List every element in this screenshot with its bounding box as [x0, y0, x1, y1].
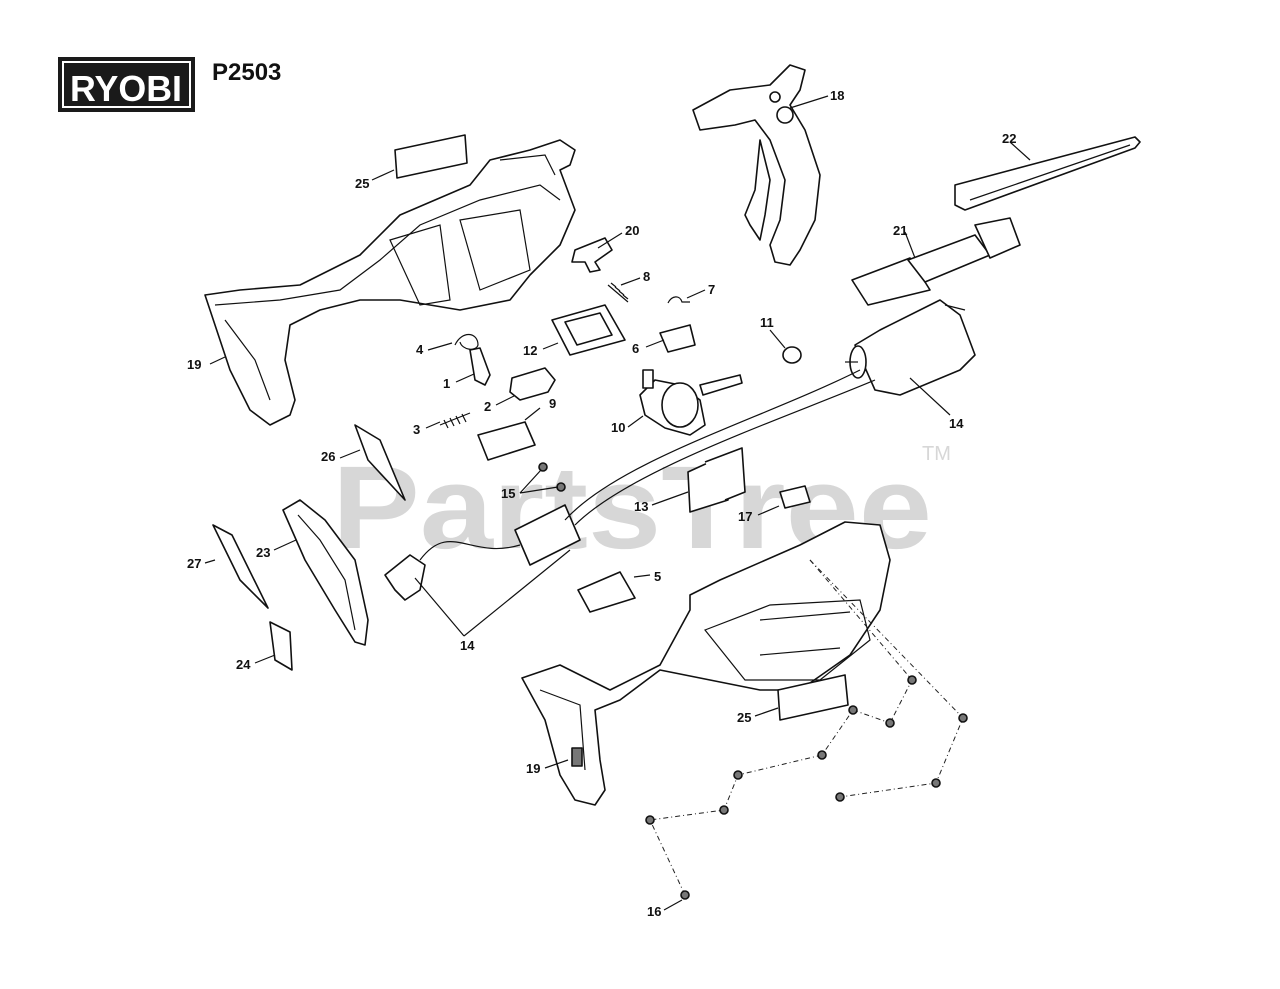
- callout-22: 22: [1002, 131, 1016, 146]
- label-25-lower: [777, 674, 849, 721]
- button-17: [779, 485, 811, 509]
- label-26: [354, 424, 406, 501]
- callout-11: 11: [760, 315, 774, 330]
- callout-26: 26: [321, 449, 335, 464]
- leader-lines: [204, 95, 1031, 911]
- callout-20: 20: [625, 223, 639, 238]
- callout-25-upper: 25: [355, 176, 369, 191]
- callout-17: 17: [738, 509, 752, 524]
- motor: [845, 299, 976, 396]
- end-cap: [282, 499, 369, 646]
- logo-text: RYOBI: [70, 68, 182, 109]
- bushing-11: [782, 346, 802, 364]
- saw-blade: [954, 136, 1141, 211]
- callout-27: 27: [187, 556, 201, 571]
- callout-6: 6: [632, 341, 639, 356]
- label-24: [269, 621, 293, 671]
- callout-15: 15: [501, 486, 515, 501]
- callout-24: 24: [236, 657, 251, 672]
- crank-assembly: [639, 369, 743, 436]
- callout-3: 3: [413, 422, 420, 437]
- watermark-trademark: TM: [922, 443, 951, 465]
- callout-labels: 25 18 22 20 21 8 7 11 6 12 4 19 1 2 9 10…: [187, 88, 1016, 919]
- trigger-2: [509, 367, 556, 401]
- battery-latch: [577, 571, 636, 613]
- callout-16: 16: [647, 904, 661, 919]
- callout-14-wiring: 14: [460, 638, 475, 653]
- callout-5: 5: [654, 569, 661, 584]
- callout-4: 4: [416, 342, 424, 357]
- callout-18: 18: [830, 88, 844, 103]
- screws-16: [645, 559, 968, 900]
- label-27: [212, 524, 269, 609]
- callout-13: 13: [634, 499, 648, 514]
- callout-10: 10: [611, 420, 625, 435]
- ryobi-logo: RYOBI: [58, 57, 195, 112]
- callout-9: 9: [549, 396, 556, 411]
- callout-19-lower: 19: [526, 761, 540, 776]
- spring-4: [454, 333, 479, 350]
- callout-1: 1: [443, 376, 450, 391]
- spring-7: [667, 296, 690, 304]
- plate-6: [659, 324, 696, 353]
- callout-14-motor: 14: [949, 416, 964, 431]
- callout-12: 12: [523, 343, 537, 358]
- right-housing: [521, 521, 891, 806]
- callout-23: 23: [256, 545, 270, 560]
- model-number: P2503: [212, 59, 281, 86]
- sleeve-9: [477, 421, 536, 461]
- label-25-upper: [394, 134, 468, 179]
- cover-13: [687, 447, 746, 513]
- spindle-assembly: [851, 217, 1021, 306]
- callout-2: 2: [484, 399, 491, 414]
- callout-19-upper: 19: [187, 357, 201, 372]
- callout-21: 21: [893, 223, 907, 238]
- callout-25-lower: 25: [737, 710, 751, 725]
- pin-1: [469, 347, 491, 386]
- block-12: [551, 304, 626, 356]
- spring-8: [607, 282, 629, 303]
- callout-7: 7: [708, 282, 715, 297]
- callout-8: 8: [643, 269, 650, 284]
- spring-3: [439, 412, 471, 429]
- terminal-block: [384, 369, 876, 601]
- blade-clamp: [692, 64, 821, 266]
- left-housing: [204, 139, 576, 426]
